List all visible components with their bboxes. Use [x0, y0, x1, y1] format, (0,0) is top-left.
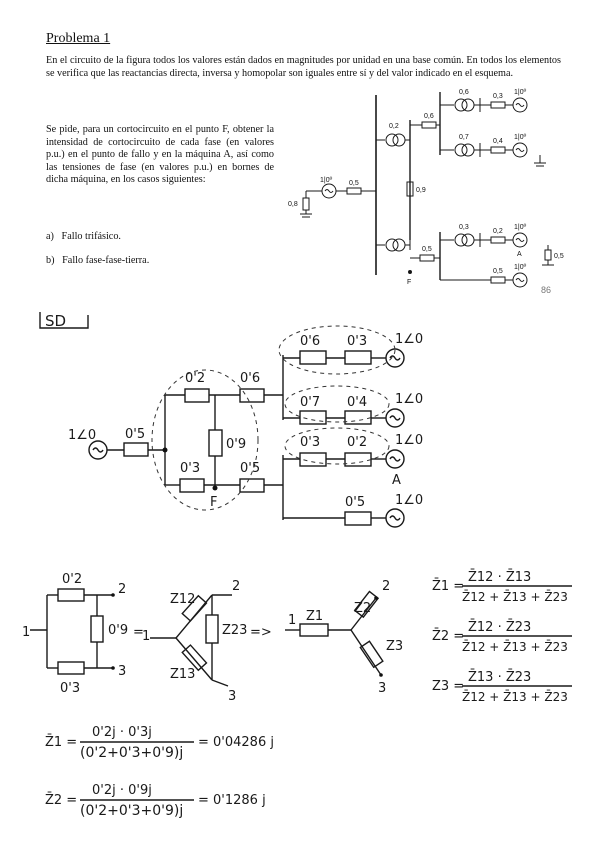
hw-label: 0'5	[240, 461, 260, 476]
schem-label: A	[517, 251, 522, 258]
calc-result: = 0'1286 j	[198, 793, 266, 808]
hw-label: 0'5	[345, 495, 365, 510]
formula-denominator: Z̄12 + Z̄13 + Z̄23	[462, 590, 568, 604]
schem-label: 0,7	[459, 134, 469, 141]
node-label: 1	[288, 613, 296, 628]
fault-point-label: F	[407, 279, 411, 286]
hw-label: 1∠0	[68, 428, 96, 443]
node-label: 2	[118, 582, 126, 597]
schem-label: 1|0º	[514, 264, 527, 271]
calc-numerator: 0'2j · 0'9j	[92, 783, 152, 798]
hw-label: 1∠0	[395, 433, 423, 448]
hw-label: 0'3	[347, 334, 367, 349]
equals-sign: =	[133, 625, 144, 640]
solution-label: SD	[45, 312, 66, 330]
problem-title: Problema 1	[46, 31, 111, 46]
node-label: 2	[382, 579, 390, 594]
formula-numerator: Z̄12 · Z̄23	[468, 620, 531, 635]
schem-label: 0,2	[493, 228, 503, 235]
hw-label: 0'2	[62, 572, 82, 587]
node-label: 1	[22, 625, 30, 640]
hw-label: 1∠0	[395, 332, 423, 347]
formula-denominator: Z̄12 + Z̄13 + Z̄23	[462, 640, 568, 654]
schem-label: 0,5	[422, 246, 432, 253]
node-label: 3	[228, 689, 236, 704]
hw-label: 0'3	[300, 435, 320, 450]
schem-label: 0,3	[459, 224, 469, 231]
schem-label: 0,8	[288, 201, 298, 208]
schem-label: 0,6	[424, 113, 434, 120]
calc-lhs: Z̄1 =	[45, 735, 77, 750]
node-label: 3	[378, 681, 386, 696]
hw-label: 1∠0	[395, 493, 423, 508]
formula-denominator: Z̄12 + Z̄13 + Z̄23	[462, 690, 568, 704]
schem-label: 0,6	[459, 89, 469, 96]
calc-denominator: (0'2+0'3+0'9)j	[80, 745, 183, 761]
node-label: 1	[142, 629, 150, 644]
schem-label: 1|0º	[514, 134, 527, 141]
hw-label: Z2	[354, 601, 371, 616]
formula-numerator: Z̄13 · Z̄23	[468, 670, 531, 685]
hw-label: Z12	[170, 592, 195, 607]
schem-label: 0,3	[493, 93, 503, 100]
page-number: 86	[541, 285, 552, 295]
case-a: a) Fallo trifásico.	[46, 231, 121, 242]
hw-label: 0'3	[60, 681, 80, 696]
node-label: 2	[232, 579, 240, 594]
hw-label: 0'3	[180, 461, 200, 476]
hw-label: Z1	[306, 609, 323, 624]
calc-denominator: (0'2+0'3+0'9)j	[80, 803, 183, 819]
hw-label: 0'9	[108, 623, 128, 638]
problem-statement: En el circuito de la figura todos los va…	[46, 55, 561, 79]
formula-lhs: Z̄2 =	[432, 629, 464, 644]
hw-label: 0'2	[185, 371, 205, 386]
schem-label: 0,5	[554, 253, 564, 260]
schem-label: 1|0º	[514, 224, 527, 231]
calc-numerator: 0'2j · 0'3j	[92, 725, 152, 740]
hw-label: Z3	[386, 639, 403, 654]
machine-a-icon	[512, 232, 528, 248]
node-label: 3	[118, 664, 126, 679]
hw-label: Z13	[170, 667, 195, 682]
hw-label: 0'6	[240, 371, 260, 386]
task-statement: Se pide, para un cortocircuito en el pun…	[46, 124, 274, 186]
implies-arrow: =>	[250, 625, 272, 640]
schem-label: 0,2	[389, 123, 399, 130]
calc-result: = 0'04286 j	[198, 735, 274, 750]
hw-label: 1∠0	[395, 392, 423, 407]
formula-lhs: Z̄1 =	[432, 579, 464, 594]
schem-label: 1|0º	[514, 89, 527, 96]
hw-label: 0'4	[347, 395, 367, 410]
hw-label: 0'5	[125, 427, 145, 442]
schem-label: 1|0º	[320, 177, 333, 184]
calc-lhs: Z̄2 =	[45, 793, 77, 808]
hw-label: Z23	[222, 623, 247, 638]
fault-point-label: F	[210, 495, 217, 510]
schem-label: 0,9	[416, 187, 426, 194]
case-b: b) Fallo fase-fase-tierra.	[46, 255, 150, 266]
schem-label: 0,5	[349, 180, 359, 187]
hw-label: 0'6	[300, 334, 320, 349]
formula-numerator: Z̄12 · Z̄13	[468, 570, 531, 585]
hw-label: 0'9	[226, 437, 246, 452]
formula-lhs: Z3 =	[432, 679, 464, 694]
hw-label: 0'7	[300, 395, 320, 410]
schem-label: 0,4	[493, 138, 503, 145]
hw-label: 0'2	[347, 435, 367, 450]
schem-label: 0,5	[493, 268, 503, 275]
hw-label: A	[392, 473, 401, 488]
machine-a-icon	[385, 449, 405, 469]
